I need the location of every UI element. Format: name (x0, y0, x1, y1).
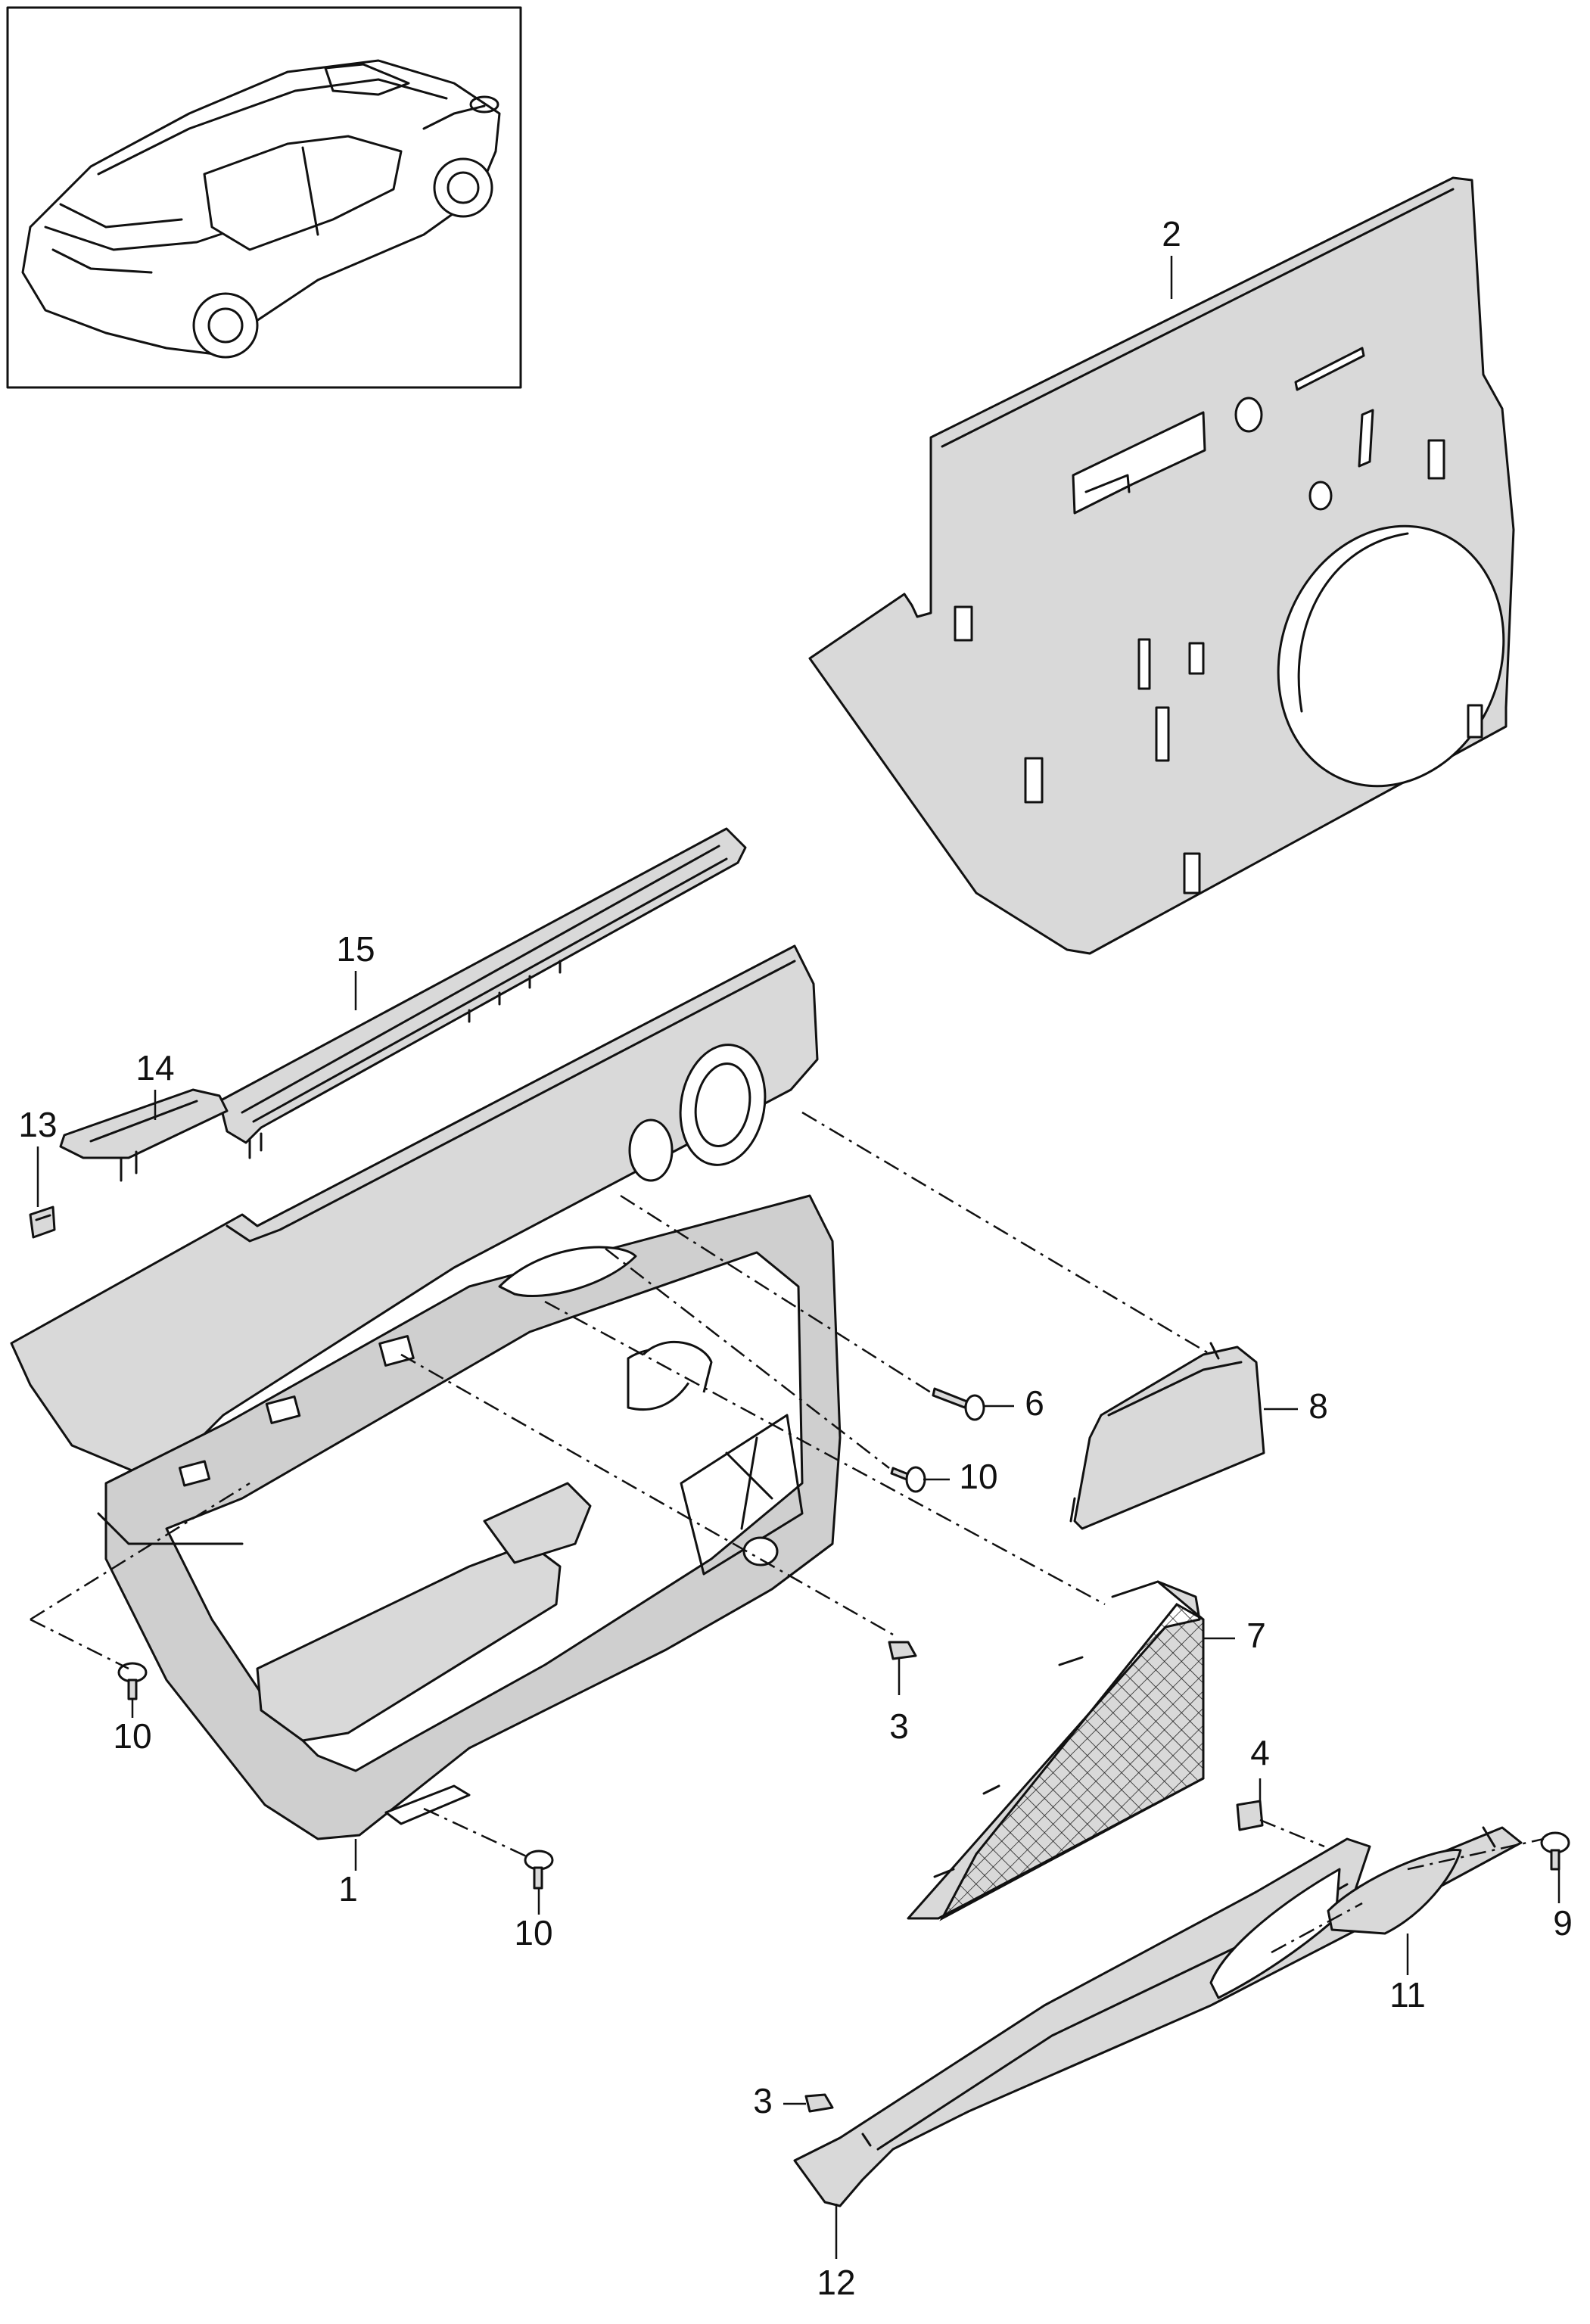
fastener-9-screw (1540, 1831, 1570, 1871)
callout-1: 1 (338, 1869, 358, 1909)
vehicle-overview-inset (6, 6, 522, 389)
assembly-lines (30, 1111, 1545, 1954)
part-14-small-trim (59, 1088, 229, 1182)
callout-3-mid: 3 (889, 1706, 909, 1746)
callout-11: 11 (1389, 1975, 1426, 2014)
callout-15: 15 (336, 929, 375, 969)
leader-lines (36, 256, 1560, 2259)
part-11-small-cover (1327, 1849, 1462, 1935)
callout-10-left: 10 (113, 1716, 151, 1756)
part-15-upper-trim-strip (218, 827, 747, 1159)
fastener-6-screw (932, 1387, 985, 1421)
part-7-mesh-trim (907, 1580, 1205, 1921)
callout-13: 13 (18, 1105, 57, 1144)
fastener-4-clip (1236, 1800, 1264, 1831)
callout-9: 9 (1553, 1903, 1573, 1943)
callout-10-upper: 10 (959, 1457, 997, 1496)
callout-4: 4 (1250, 1733, 1270, 1772)
callout-7: 7 (1246, 1616, 1266, 1655)
car-outline-icon (21, 59, 501, 359)
callout-2: 2 (1162, 214, 1181, 254)
callout-6: 6 (1025, 1383, 1044, 1423)
fastener-3-clip-mid (888, 1641, 917, 1660)
fastener-10-screw-upper (890, 1466, 926, 1493)
callout-8: 8 (1308, 1386, 1328, 1426)
part-1-door-trim-panel (10, 944, 842, 1840)
callout-12: 12 (817, 2263, 855, 2302)
fastener-10-screw-bottom (524, 1850, 554, 1890)
fastener-10-screw-left (117, 1662, 148, 1700)
part-2-insulation-panel (808, 176, 1515, 955)
part-8-cover (1069, 1342, 1265, 1530)
callout-14: 14 (135, 1048, 174, 1087)
callout-10-bottom: 10 (514, 1913, 552, 1952)
part-callouts: 2 15 14 13 6 8 10 7 10 3 4 1 10 9 11 3 1… (18, 214, 1572, 2302)
callout-3-lower: 3 (753, 2081, 773, 2120)
part-13-clip (29, 1206, 56, 1239)
fastener-3-clip-lower (804, 2093, 834, 2113)
